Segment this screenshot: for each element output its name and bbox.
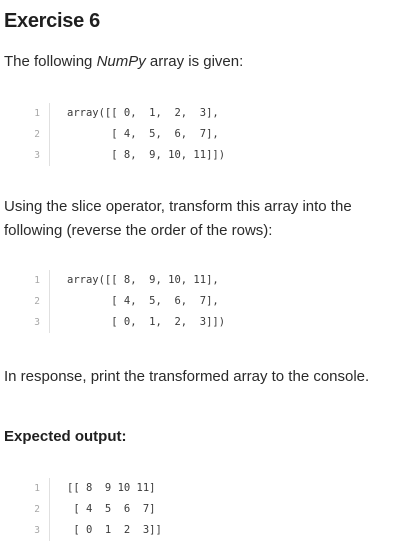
line-number: 1: [34, 108, 40, 119]
instruction-line-2: following (reverse the order of the rows…: [4, 222, 273, 239]
response-paragraph: In response, print the transformed array…: [4, 368, 370, 385]
line-number: 3: [34, 317, 40, 328]
code-text: [ 8, 9, 10, 11]]): [67, 149, 226, 161]
line-number: 1: [34, 483, 40, 494]
intro-text-before: The following: [4, 53, 97, 70]
line-number: 3: [34, 525, 40, 536]
intro-text-after: array is given:: [145, 53, 244, 70]
expected-output-heading: Expected output:: [4, 428, 127, 445]
line-number: 2: [34, 129, 40, 140]
instruction-paragraph: Using the slice operator, transform this…: [4, 195, 352, 243]
code-text: [ 4, 5, 6, 7],: [67, 128, 219, 140]
code-text: [ 4 5 6 7]: [67, 503, 156, 515]
line-number: 3: [34, 150, 40, 161]
intro-numpy-emphasis: NumPy: [96, 53, 146, 70]
page-title: Exercise 6: [4, 10, 100, 32]
code-text: array([[ 0, 1, 2, 3],: [67, 107, 219, 119]
code-text: array([[ 8, 9, 10, 11],: [67, 274, 219, 286]
line-number: 1: [34, 275, 40, 286]
intro-paragraph: The following NumPy array is given:: [4, 50, 243, 74]
code-text: [ 0, 1, 2, 3]]): [67, 316, 226, 328]
code-text: [ 0 1 2 3]]: [67, 524, 162, 536]
instruction-line-1: Using the slice operator, transform this…: [4, 198, 352, 215]
code-text: [[ 8 9 10 11]: [67, 482, 156, 494]
line-number: 2: [34, 296, 40, 307]
code-text: [ 4, 5, 6, 7],: [67, 295, 219, 307]
line-number: 2: [34, 504, 40, 515]
